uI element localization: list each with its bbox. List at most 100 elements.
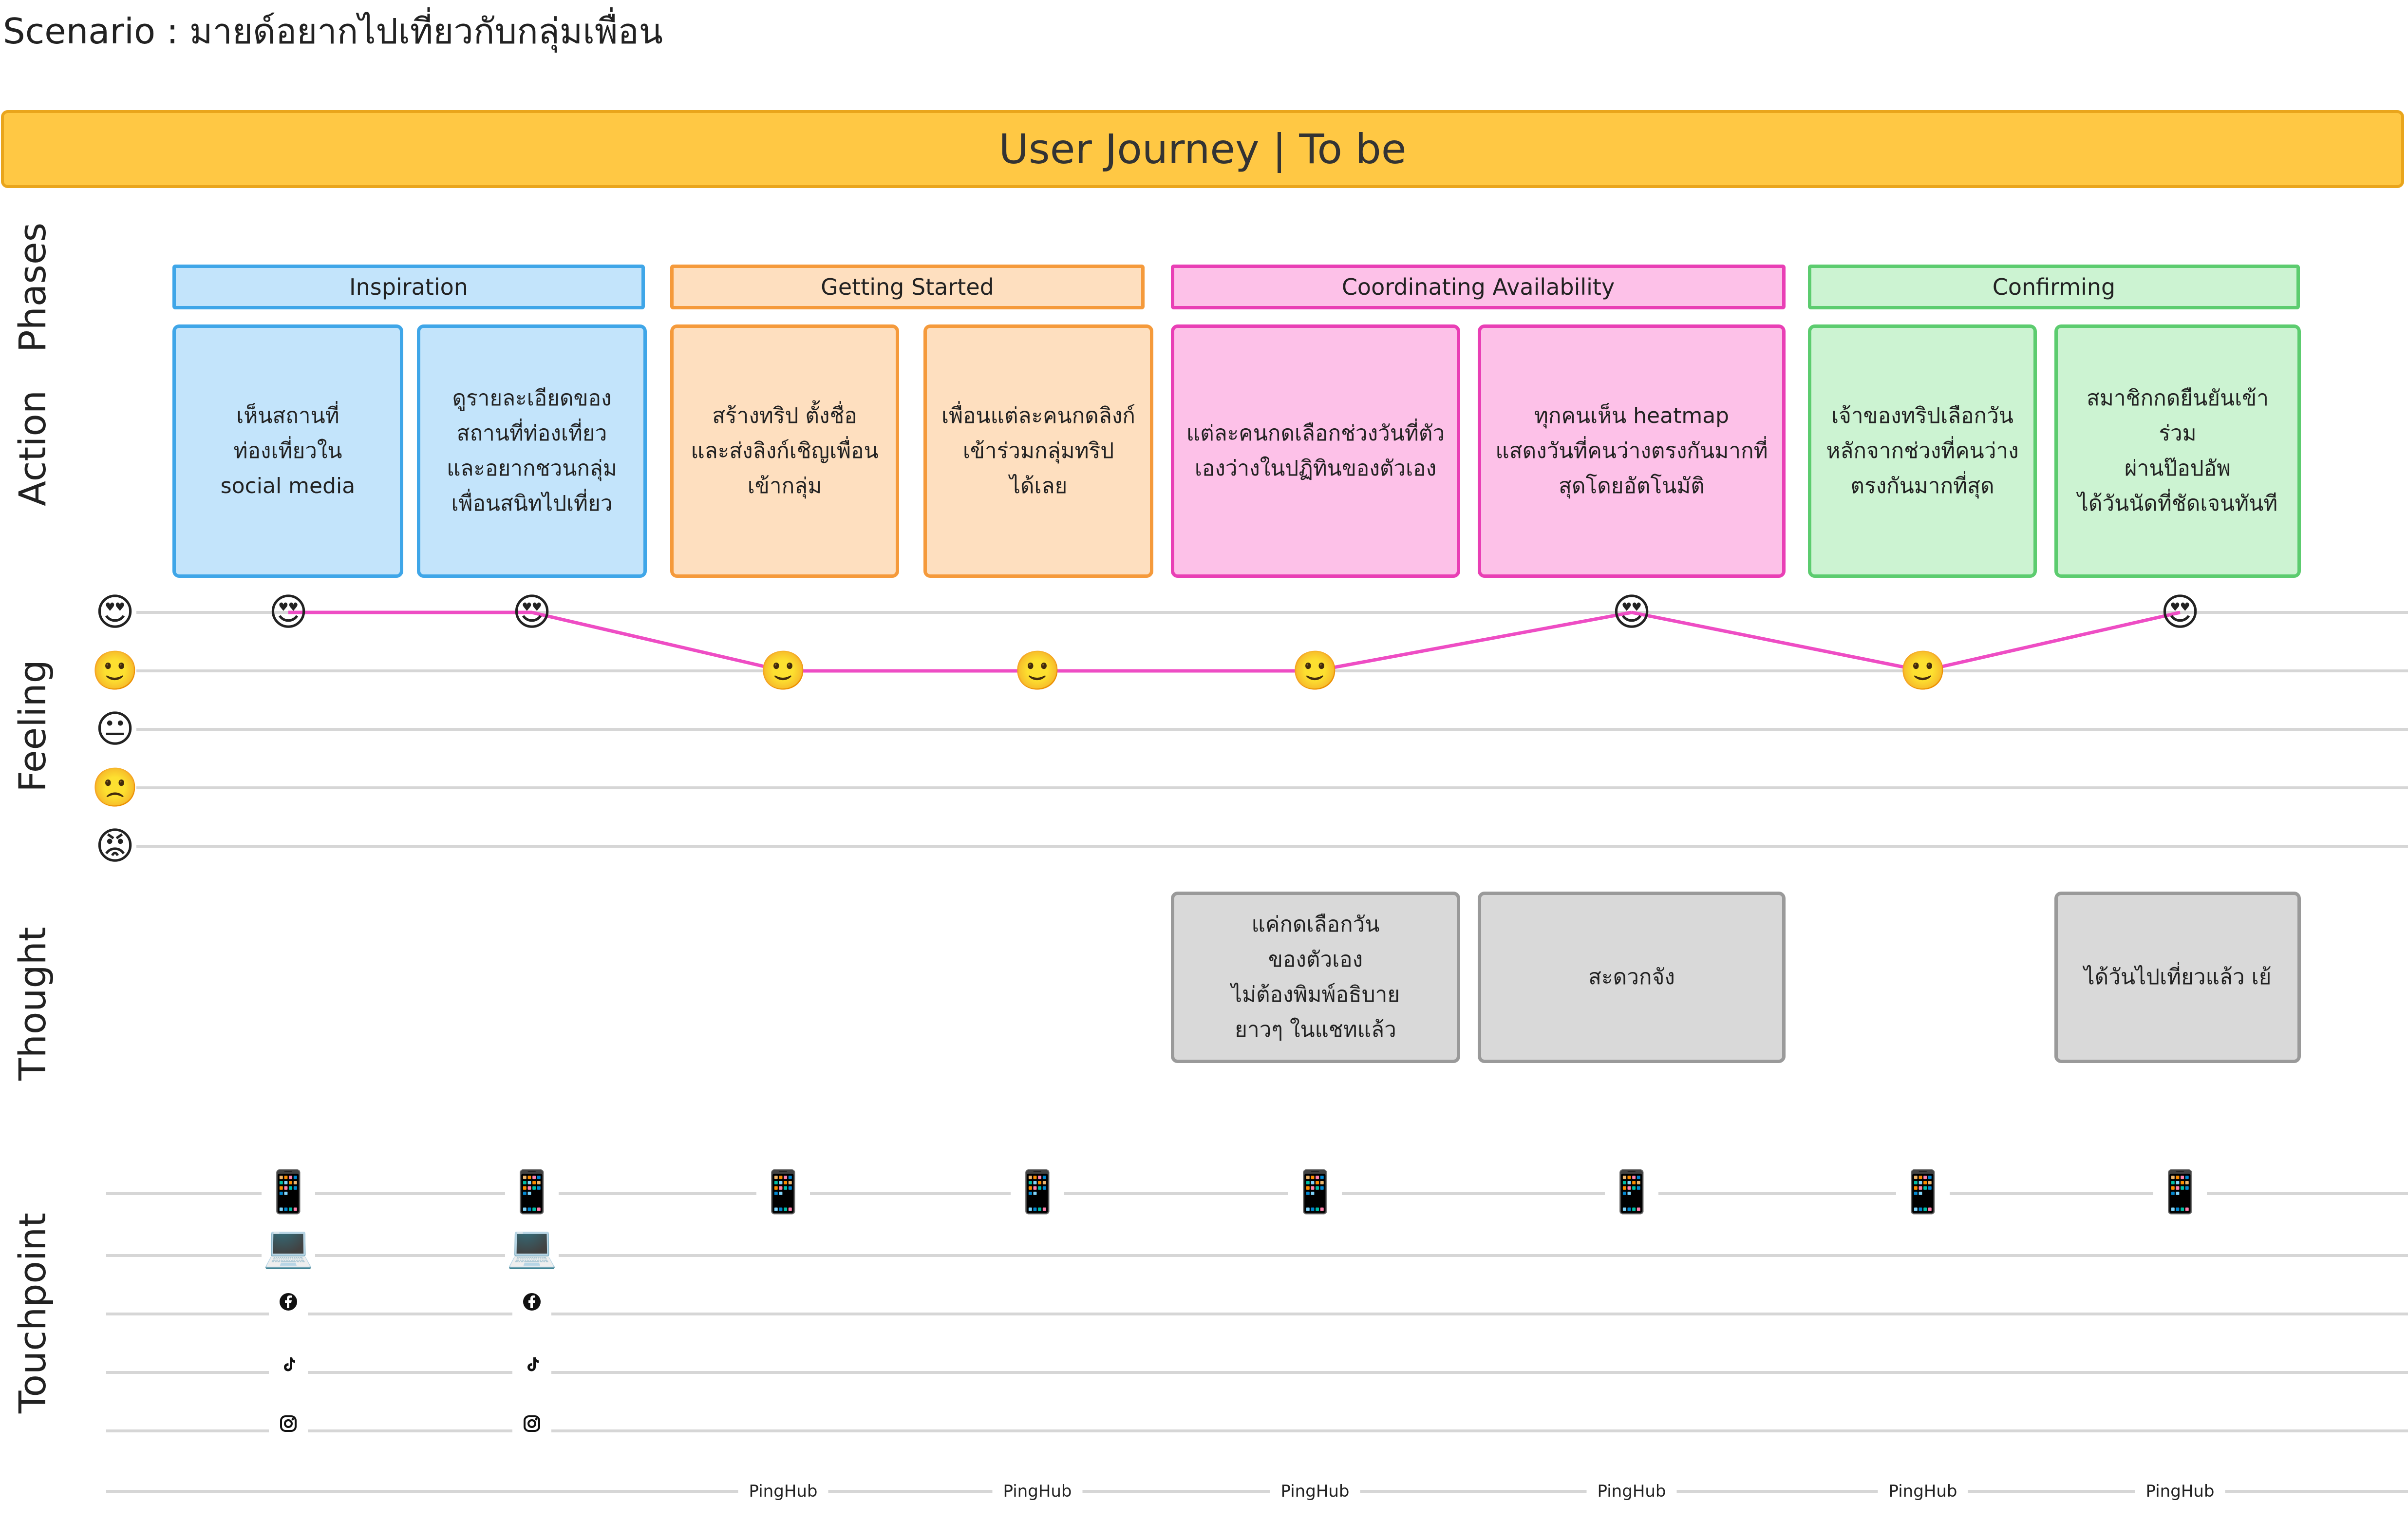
action-line: ดูรายละเอียดของ [452,386,612,411]
product-label: PingHub [738,1482,828,1501]
product-label: PingHub [1270,1482,1360,1501]
action-text: เจ้าของทริปเลือกวันหลักจากช่วงที่คนว่างต… [1826,399,2018,504]
action-card: สร้างทริป ตั้งชื่อและส่งลิงก์เชิญเพื่อนเ… [670,324,899,578]
mobile-phone-icon: 📱 [1896,1165,1950,1218]
slight-smile-face-icon: 🙂 [1899,649,1947,693]
facebook-icon [512,1282,551,1321]
action-line: สร้างทริป ตั้งชื่อ [712,403,857,428]
banner-title: User Journey | To be [998,125,1407,173]
action-line: social media [220,474,356,498]
action-card: ทุกคนเห็น heatmap แสดงวันที่คนว่างตรงกันม… [1478,324,1786,578]
action-text: แต่ละคนกดเลือกช่วงวันที่ตัวเองว่างในปฏิท… [1186,416,1445,486]
slight-smile-face-icon: 🙂 [91,649,139,693]
laptop-icon: 💻 [262,1219,315,1273]
mobile-phone-icon: 📱 [2153,1165,2207,1218]
action-line: ได้วันนัดที่ชัดเจนทันที [2077,491,2278,516]
thought-bubble: สะดวกจัง [1478,892,1786,1063]
journey-banner: User Journey | To be [1,110,2404,188]
action-text: ทุกคนเห็น heatmap แสดงวันที่คนว่างตรงกันม… [1495,399,1768,504]
thought-line: ยาวๆ ในแชทแล้ว [1235,1017,1396,1042]
feeling-curve-segment [531,610,784,673]
thought-text: แค่กดเลือกวันของตัวเองไม่ต้องพิมพ์อธิบาย… [1231,907,1400,1047]
action-line: ทุกคนเห็น heatmap [1534,403,1730,428]
action-line: และส่งลิงก์เชิญเพื่อน [691,438,879,463]
thought-line: สะดวกจัง [1588,965,1675,990]
thought-line: แค่กดเลือกวัน [1251,912,1380,937]
mobile-phone-icon: 📱 [1011,1165,1064,1218]
action-text: สมาชิกกดยืนยันเข้าร่วมผ่านป๊อปอัพได้วันน… [2069,381,2286,521]
phase-name: Confirming [1992,274,2116,300]
product-label: PingHub [1586,1482,1677,1501]
action-line: ได้เลย [1009,474,1068,498]
action-line: ผ่านป๊อปอัพ [2124,456,2231,481]
phase-header: Coordinating Availability [1171,265,1786,309]
angry-face-icon: 😡 [95,824,135,868]
heart-eyes-face-icon: 😍 [1612,590,1652,634]
phase-name: Inspiration [349,274,468,300]
phase-header: Inspiration [172,265,645,309]
heart-eyes-face-icon: 😍 [95,590,135,634]
phase-header: Confirming [1808,265,2300,309]
action-text: สร้างทริป ตั้งชื่อและส่งลิงก์เชิญเพื่อนเ… [691,399,878,504]
instagram-icon [512,1404,551,1443]
mobile-phone-icon: 📱 [505,1165,559,1218]
action-line: สมาชิกกดยืนยันเข้าร่วม [2087,386,2269,446]
action-text: ดูรายละเอียดของสถานที่ท่องเที่ยวและอยากช… [447,381,617,521]
scenario-title: Scenario : มายด์อยากไปเที่ยวกับกลุ่มเพื่… [3,11,663,52]
product-label: PingHub [992,1482,1083,1501]
action-line: เพื่อนแต่ละคนกดลิงก์ [941,403,1135,428]
action-line: สถานที่ท่องเที่ยว [456,421,607,446]
feeling-curve-segment [1631,610,1923,673]
thought-line: ของตัวเอง [1268,947,1363,972]
slight-smile-face-icon: 🙂 [1014,649,1061,693]
laptop-icon: 💻 [505,1219,559,1273]
phase-name: Coordinating Availability [1341,274,1615,300]
action-line: เองว่างในปฏิทินของตัวเอง [1194,456,1437,481]
neutral-face-icon: 😐 [95,707,135,751]
facebook-icon [269,1282,308,1321]
thought-line: ไม่ต้องพิมพ์อธิบาย [1231,982,1400,1007]
heart-eyes-face-icon: 😍 [268,590,308,634]
mobile-phone-icon: 📱 [756,1165,810,1218]
product-label: PingHub [2135,1482,2225,1501]
slight-smile-face-icon: 🙂 [1291,649,1339,693]
tiktok-icon [269,1345,308,1384]
action-card: สมาชิกกดยืนยันเข้าร่วมผ่านป๊อปอัพได้วันน… [2054,324,2301,578]
thought-text: สะดวกจัง [1588,960,1675,995]
heart-eyes-face-icon: 😍 [2160,590,2200,634]
thought-bubble: ได้วันไปเที่ยวแล้ว เย้ [2054,892,2301,1063]
action-line: เห็นสถานที่ [236,403,339,428]
slight-frown-face-icon: 🙁 [91,766,139,810]
instagram-icon [269,1404,308,1443]
action-line: เข้าร่วมกลุ่มทริป [962,438,1114,463]
action-line: เพื่อนสนิทไปเที่ยว [451,491,613,516]
action-line: และอยากชวนกลุ่ม [447,456,617,481]
action-card: ดูรายละเอียดของสถานที่ท่องเที่ยวและอยากช… [417,324,647,578]
heart-eyes-face-icon: 😍 [512,590,552,634]
slight-smile-face-icon: 🙂 [759,649,807,693]
action-line: แต่ละคนกดเลือกช่วงวันที่ตัว [1186,421,1445,446]
action-card: แต่ละคนกดเลือกช่วงวันที่ตัวเองว่างในปฏิท… [1171,324,1460,578]
action-line: ตรงกันมากที่สุด [1850,474,1994,498]
product-label: PingHub [1878,1482,1968,1501]
mobile-phone-icon: 📱 [1605,1165,1658,1218]
action-line: แสดงวันที่คนว่างตรงกันมากที่ [1495,438,1768,463]
feeling-curve-segment [1922,610,2181,673]
action-card: เจ้าของทริปเลือกวันหลักจากช่วงที่คนว่างต… [1808,324,2037,578]
phase-header: Getting Started [670,265,1145,309]
tiktok-icon [512,1345,551,1384]
action-line: สุดโดยอัตโนมัติ [1559,474,1705,498]
action-card: เพื่อนแต่ละคนกดลิงก์เข้าร่วมกลุ่มทริปได้… [923,324,1153,578]
mobile-phone-icon: 📱 [262,1165,315,1218]
action-line: เจ้าของทริปเลือกวัน [1831,403,2013,428]
thought-text: ได้วันไปเที่ยวแล้ว เย้ [2084,960,2272,995]
action-line: หลักจากช่วงที่คนว่าง [1826,438,2019,463]
phase-name: Getting Started [821,274,994,300]
mobile-phone-icon: 📱 [1288,1165,1342,1218]
action-line: เข้ากลุ่ม [747,474,822,498]
feeling-curve-segment [1315,610,1632,673]
